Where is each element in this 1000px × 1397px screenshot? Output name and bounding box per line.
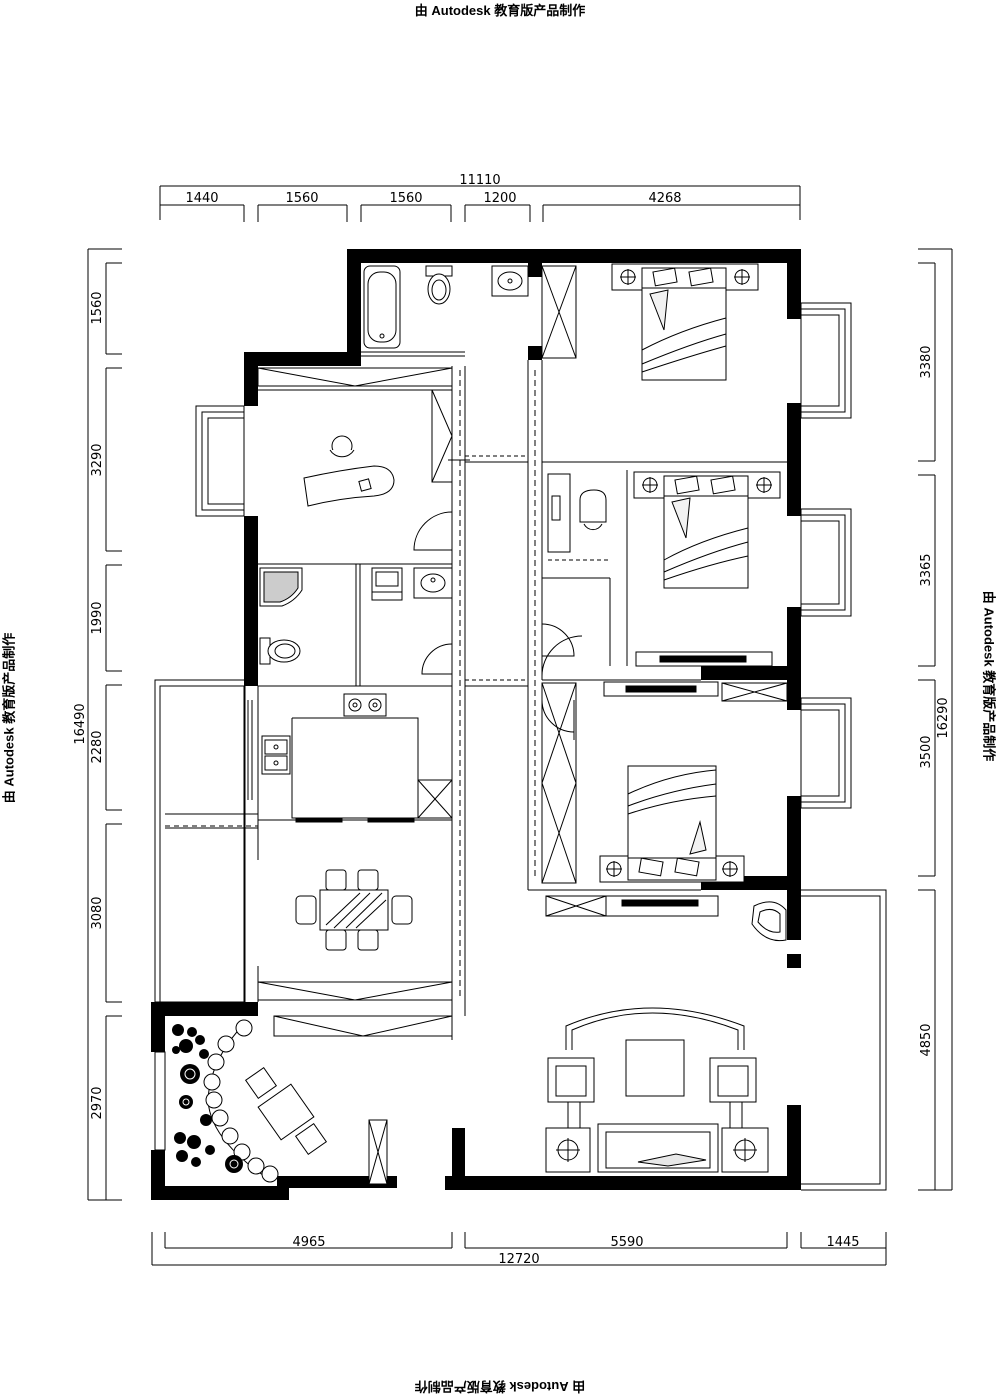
living-room (545, 1007, 769, 1173)
bed-1 (611, 263, 759, 381)
kitchen-counter (261, 693, 452, 823)
dim-top-4: 1200 (483, 191, 516, 206)
dim-bottom-1: 4965 (292, 1235, 325, 1250)
bathtub (363, 265, 401, 349)
dim-top-3: 1560 (389, 191, 422, 206)
bay-windows (154, 302, 852, 1151)
basin-mid (413, 567, 453, 599)
dimension-top (159, 185, 801, 222)
dimension-left (87, 248, 122, 1201)
watermark-top: 由 Autodesk 教育版产品制作 (414, 3, 586, 18)
bed-2 (547, 471, 781, 667)
dim-bottom-3: 1445 (826, 1235, 859, 1250)
dim-top-1: 1440 (185, 191, 218, 206)
dim-left-6: 2970 (90, 1086, 105, 1119)
wardrobes (257, 265, 788, 1185)
dim-left-5: 3080 (90, 896, 105, 929)
dim-right-total: 16290 (936, 697, 951, 738)
shower-corner (259, 567, 303, 607)
door-swings (413, 459, 583, 740)
washer (371, 567, 403, 601)
plant-details (182, 1068, 239, 1169)
dim-left-total: 16490 (73, 703, 88, 744)
study-chair (329, 435, 355, 458)
balcony-furniture (203, 1019, 328, 1183)
dim-bottom-2: 5590 (610, 1235, 643, 1250)
toilet-top (425, 265, 453, 305)
dim-left-1: 1560 (90, 291, 105, 324)
dim-left-3: 1990 (90, 601, 105, 634)
dining-table (295, 869, 413, 951)
dim-right-3: 3500 (919, 735, 934, 768)
dim-top-total: 11110 (459, 173, 500, 188)
dim-bottom-total: 12720 (498, 1252, 539, 1267)
dim-right-1: 3380 (919, 345, 934, 378)
dim-top-5: 4268 (648, 191, 681, 206)
dim-left-2: 3290 (90, 443, 105, 476)
dim-left-4: 2280 (90, 730, 105, 763)
walls (151, 249, 801, 1200)
dim-right-2: 3365 (919, 553, 934, 586)
basin-top (491, 265, 529, 297)
armchair-corner (751, 901, 787, 942)
dimension-bottom (151, 1232, 887, 1266)
dim-right-4: 4850 (919, 1023, 934, 1056)
dim-top-2: 1560 (285, 191, 318, 206)
balcony-plants (172, 1024, 243, 1173)
bed-3 (599, 681, 745, 917)
toilet-mid (259, 637, 301, 665)
study-desk (303, 465, 395, 507)
dimension-right (918, 248, 953, 1191)
